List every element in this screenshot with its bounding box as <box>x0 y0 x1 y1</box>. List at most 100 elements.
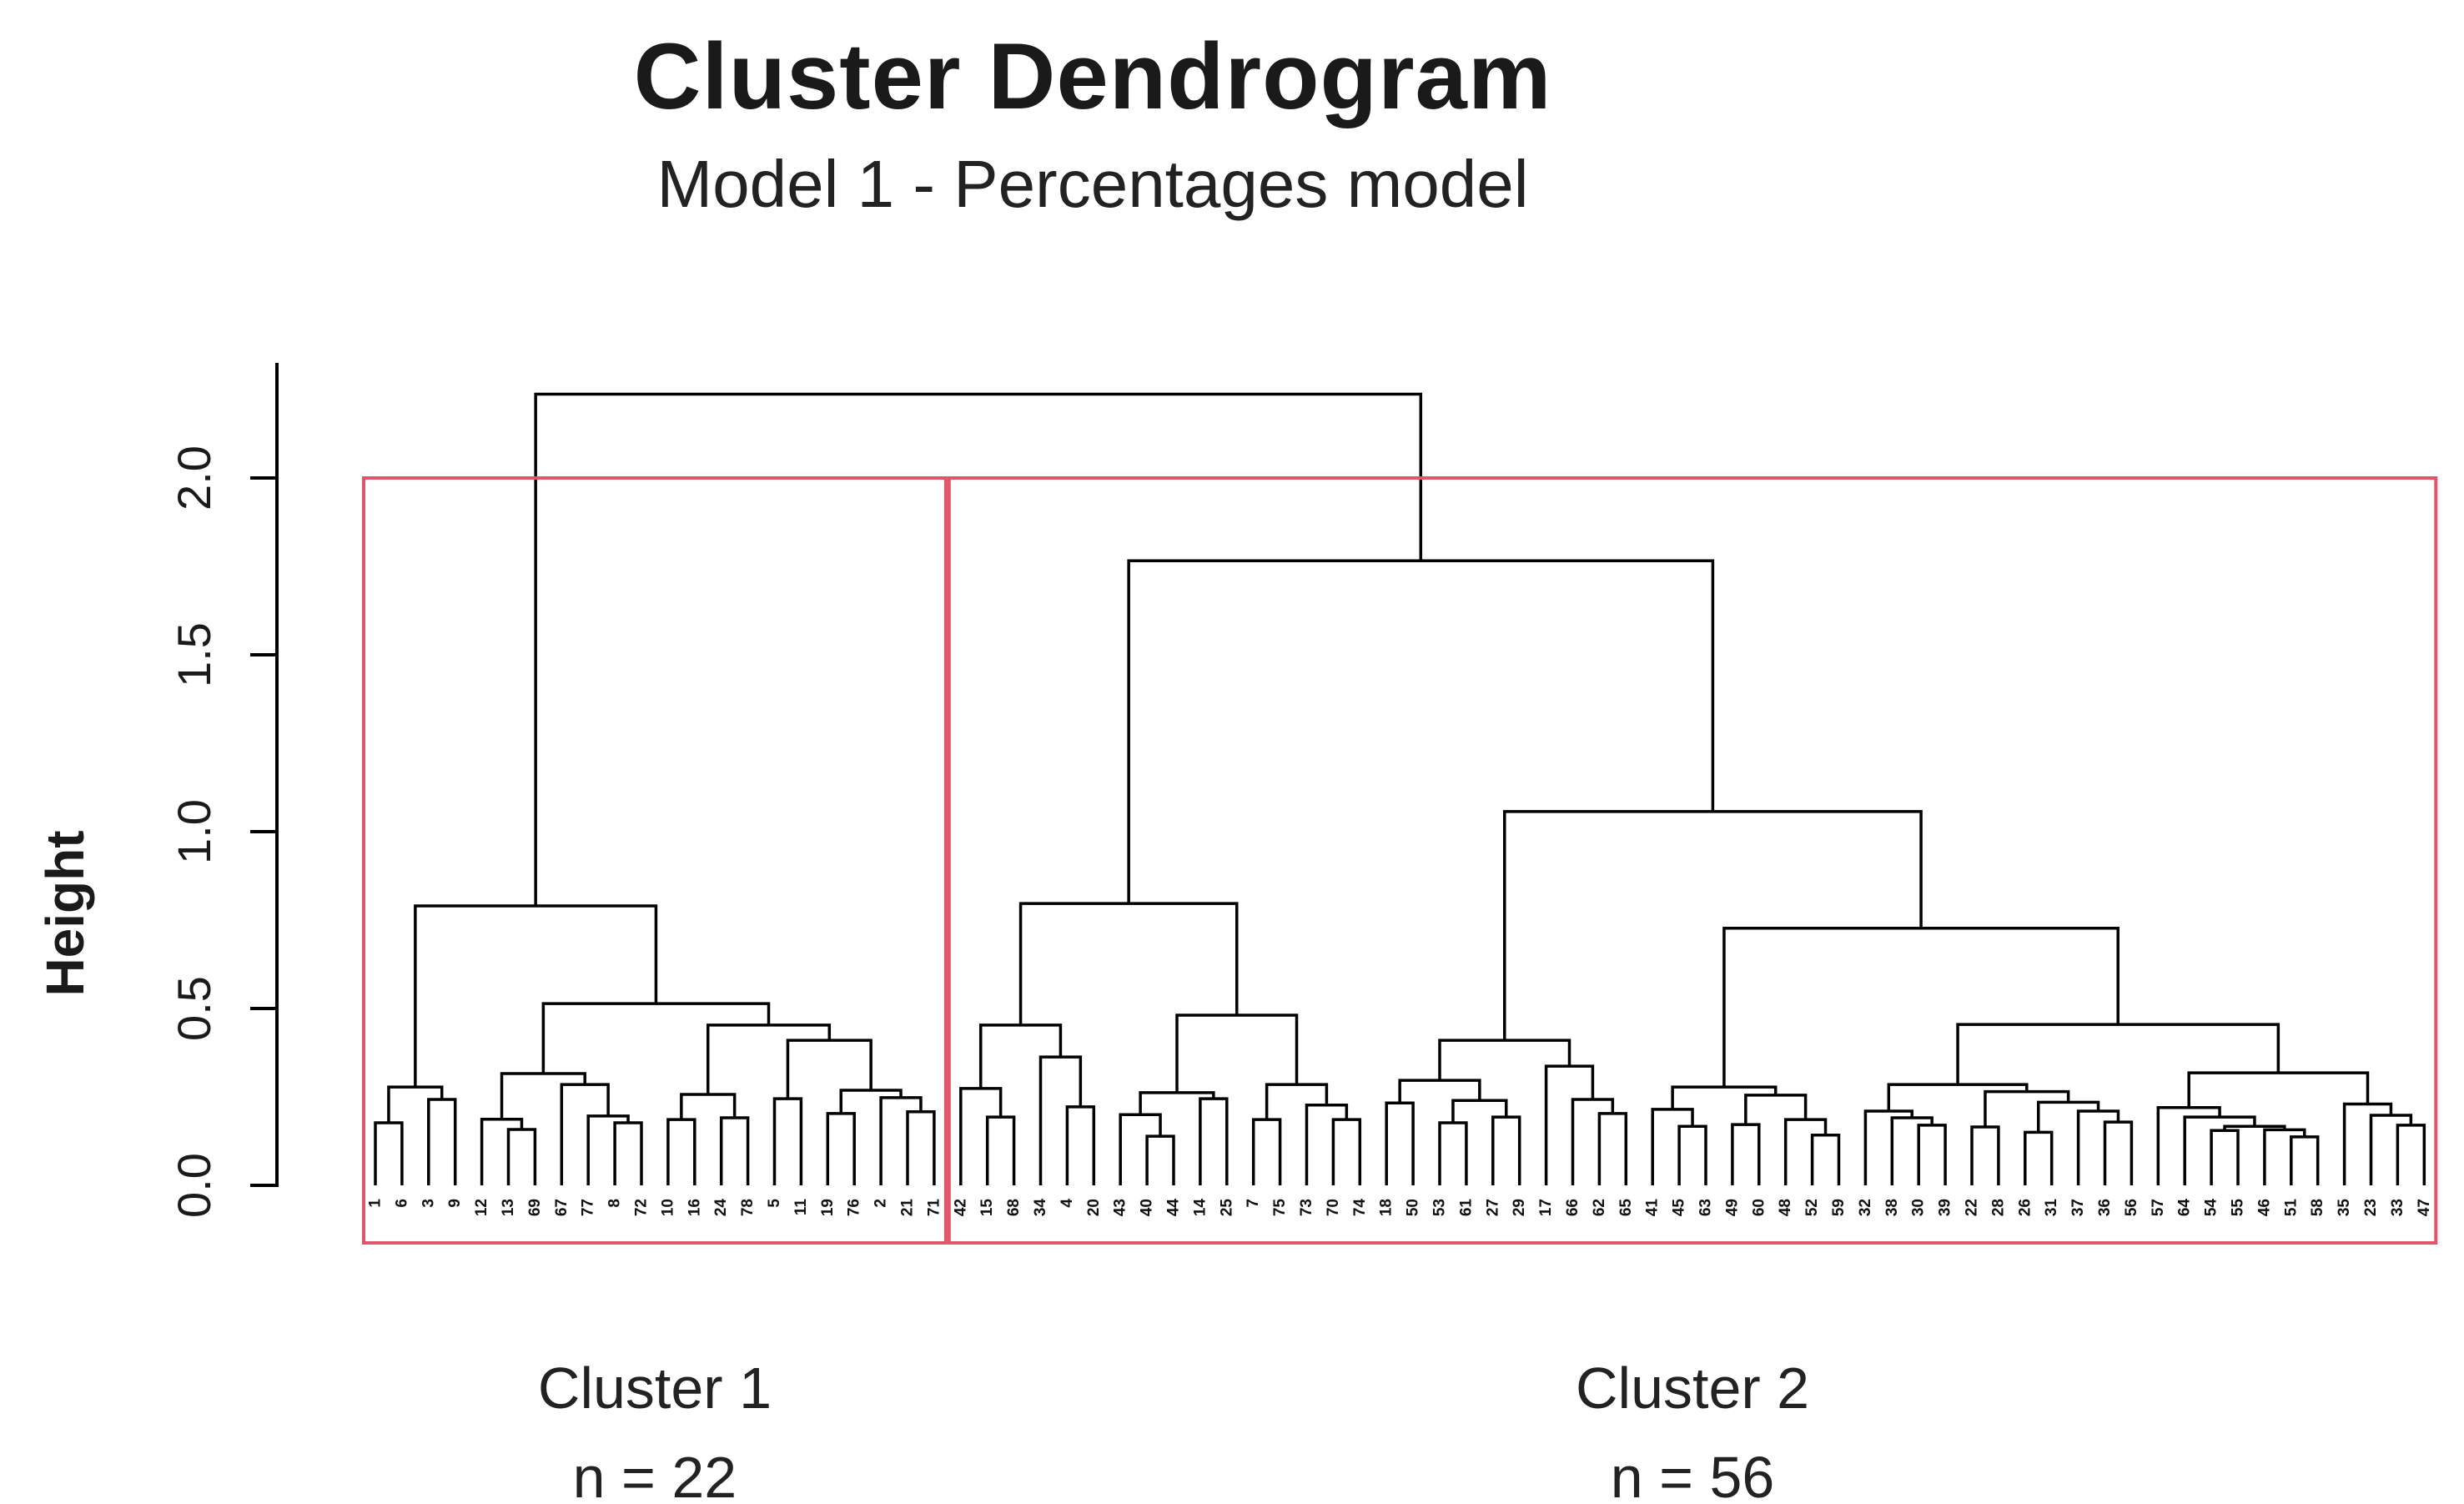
cluster2-label: Cluster 2 <box>1576 1356 1809 1421</box>
leaf-label: 3 <box>420 1199 437 1208</box>
leaf-label: 9 <box>446 1199 464 1208</box>
leaf-label: 51 <box>2282 1199 2300 1217</box>
leaf-label: 10 <box>659 1199 676 1216</box>
leaf-label: 18 <box>1378 1199 1395 1216</box>
dendrogram-link <box>1491 1115 1521 1185</box>
leaf-label: 66 <box>1564 1199 1581 1216</box>
dendrogram-link <box>1139 1091 1215 1115</box>
dendrogram-link <box>879 1096 923 1185</box>
leaf-label: 46 <box>2255 1199 2273 1216</box>
dendrogram-link <box>985 1115 1016 1185</box>
leaf-label: 5 <box>766 1199 783 1208</box>
dendrogram-link <box>1731 1123 1761 1185</box>
leaf-label: 42 <box>952 1199 969 1216</box>
leaf-label: 17 <box>1537 1199 1555 1216</box>
leaf-label: 65 <box>1617 1199 1635 1217</box>
leaf-label: 41 <box>1644 1199 1662 1217</box>
dendrogram-link <box>414 904 658 1088</box>
dendrogram-link <box>613 1121 643 1185</box>
leaf-label: 72 <box>633 1199 651 1216</box>
leaf-label: 76 <box>846 1199 863 1216</box>
dendrogram-link <box>1970 1125 2000 1185</box>
leaf-label: 14 <box>1191 1199 1209 1217</box>
leaf-label: 19 <box>819 1199 837 1216</box>
dendrogram-link <box>680 1093 737 1120</box>
leaf-label: 61 <box>1457 1199 1475 1217</box>
dendrogram-link <box>1451 1099 1508 1123</box>
dendrogram-link <box>1145 1134 1175 1185</box>
dendrogram-link <box>1065 1105 1096 1185</box>
dendrogram-link <box>506 1128 537 1185</box>
dendrogram-link <box>500 1072 586 1119</box>
cluster-boxes <box>362 476 2438 1245</box>
leaf-label: 56 <box>2123 1199 2140 1216</box>
dendrogram-link <box>1199 1097 1229 1185</box>
leaf-label: 53 <box>1431 1199 1449 1216</box>
y-axis-tick-label: 0.5 <box>168 976 220 1041</box>
dendrogram-link <box>826 1112 856 1185</box>
leaf-label: 63 <box>1697 1199 1715 1216</box>
dendrogram-link <box>1544 1064 1595 1185</box>
cluster1-count: n = 22 <box>573 1445 737 1504</box>
dendrogram-link <box>387 1085 444 1123</box>
dendrogram-link <box>2210 1129 2240 1185</box>
dendrogram-link <box>1251 1118 1282 1185</box>
dendrogram-link <box>1265 1083 1329 1120</box>
leaf-label: 13 <box>500 1199 517 1216</box>
dendrogram-link <box>1038 1055 1083 1185</box>
chart-subtitle: Model 1 - Percentages model <box>657 147 1529 221</box>
dendrogram-link <box>1810 1134 1841 1185</box>
leaf-label: 38 <box>1883 1199 1901 1216</box>
cluster-box <box>362 476 948 1245</box>
leaf-label: 67 <box>553 1199 571 1216</box>
leaf-label: 45 <box>1671 1199 1688 1217</box>
dendrogram-link <box>2183 1115 2256 1185</box>
dendrogram-link <box>427 1098 457 1185</box>
dendrogram-link <box>1984 1089 2070 1128</box>
dendrogram-tree <box>374 392 2426 1185</box>
leaf-label: 74 <box>1351 1199 1369 1217</box>
leaf-label: 62 <box>1591 1199 1608 1216</box>
leaf-label: 52 <box>1803 1199 1821 1216</box>
leaf-label: 30 <box>1910 1199 1928 1216</box>
y-axis-tick-label: 1.0 <box>168 799 220 864</box>
leaf-label: 68 <box>1005 1199 1023 1216</box>
leaf-label: 33 <box>2389 1199 2406 1216</box>
dendrogram-link <box>1890 1116 1933 1185</box>
cluster2-count: n = 56 <box>1611 1445 1775 1504</box>
dendrogram-link <box>666 1118 696 1185</box>
dendrogram-link <box>2103 1120 2134 1185</box>
leaf-label: 49 <box>1723 1199 1741 1216</box>
dendrogram-link <box>839 1089 903 1114</box>
leaf-label: 36 <box>2096 1199 2114 1216</box>
dendrogram-link <box>959 1087 1003 1185</box>
dendrogram-link <box>1722 927 2120 1088</box>
dendrogram-link <box>978 1024 1063 1089</box>
leaf-label: 24 <box>712 1199 730 1217</box>
leaf-label: 25 <box>1218 1199 1235 1217</box>
dendrogram-link <box>1119 1113 1162 1185</box>
leaf-label: 6 <box>393 1199 410 1208</box>
leaf-label: 4 <box>1059 1199 1076 1208</box>
leaf-label: 2 <box>872 1199 890 1208</box>
dendrogram-link <box>1385 1101 1415 1185</box>
leaf-label: 73 <box>1298 1199 1315 1216</box>
leaf-label: 47 <box>2416 1199 2433 1216</box>
dendrogram-link <box>1651 1108 1694 1185</box>
dendrogram-link <box>1571 1098 1615 1185</box>
dendrogram-link <box>2187 1071 2370 1108</box>
leaf-label: 60 <box>1750 1199 1768 1216</box>
leaf-label: 26 <box>2016 1199 2034 1216</box>
dendrogram-link <box>2396 1124 2426 1185</box>
leaf-label: 48 <box>1777 1199 1794 1216</box>
y-axis: 0.00.51.01.52.0 <box>168 363 279 1218</box>
dendrogram-link <box>1127 559 1715 904</box>
y-axis-label: Height <box>35 830 95 996</box>
leaf-label: 7 <box>1245 1199 1262 1208</box>
leaf-label: 40 <box>1139 1199 1156 1216</box>
leaf-label: 55 <box>2230 1199 2247 1217</box>
leaf-label: 54 <box>2203 1199 2220 1217</box>
leaf-label: 32 <box>1857 1199 1874 1216</box>
leaf-label: 44 <box>1165 1199 1183 1217</box>
